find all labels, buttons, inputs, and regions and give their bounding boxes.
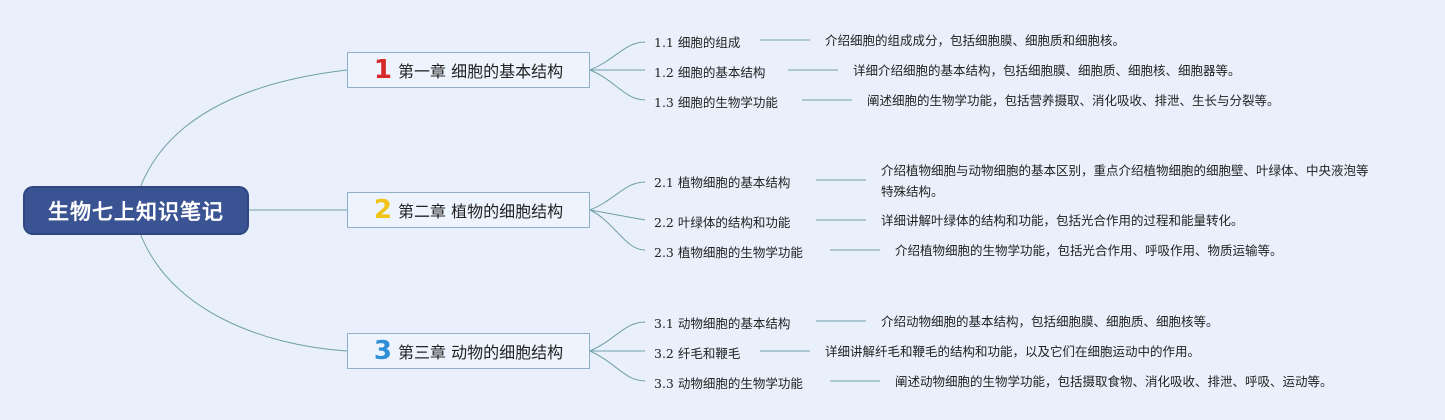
section-desc-1-2: 详细介绍细胞的基本结构，包括细胞膜、细胞质、细胞核、细胞器等。 <box>853 63 1241 78</box>
root-label: 生物七上知识笔记 <box>48 199 224 224</box>
section-label-3-2[interactable]: 3.2 纤毛和鞭毛 <box>654 346 741 361</box>
section-desc-3-3: 阐述动物细胞的生物学功能，包括摄取食物、消化吸收、排泄、呼吸、运动等。 <box>895 374 1333 389</box>
section-desc-3-1: 介绍动物细胞的基本结构，包括细胞膜、细胞质、细胞核等。 <box>881 314 1219 329</box>
section-desc-2-1: 介绍植物细胞与动物细胞的基本区别，重点介绍植物细胞的细胞壁、叶绿体、中央液泡等特… <box>881 163 1369 199</box>
section-label-1-2[interactable]: 1.2 细胞的基本结构 <box>654 65 766 80</box>
section-label-3-3[interactable]: 3.3 动物细胞的生物学功能 <box>654 376 803 391</box>
section-desc-2-2: 详细讲解叶绿体的结构和功能，包括光合作用的过程和能量转化。 <box>881 213 1244 228</box>
chapter-title-3: 第三章 动物的细胞结构 <box>398 343 564 362</box>
section-label-3-1[interactable]: 3.1 动物细胞的基本结构 <box>654 316 791 331</box>
chapter-node-2[interactable]: 2 第二章 植物的细胞结构 <box>347 192 590 228</box>
section-desc-2-3: 介绍植物细胞的生物学功能，包括光合作用、呼吸作用、物质运输等。 <box>895 243 1283 258</box>
chapter-number-1: 1 <box>373 55 392 85</box>
section-desc-1-3: 阐述细胞的生物学功能，包括营养摄取、消化吸收、排泄、生长与分裂等。 <box>867 93 1280 108</box>
section-label-2-1[interactable]: 2.1 植物细胞的基本结构 <box>654 175 791 190</box>
chapter-title-1: 第一章 细胞的基本结构 <box>398 62 564 81</box>
chapter-number-3: 3 <box>373 336 392 366</box>
section-desc-1-1: 介绍细胞的组成成分，包括细胞膜、细胞质和细胞核。 <box>825 33 1126 48</box>
chapter-node-1[interactable]: 1 第一章 细胞的基本结构 <box>347 52 590 88</box>
section-label-2-2[interactable]: 2.2 叶绿体的结构和功能 <box>654 215 791 230</box>
chapter-title-2: 第二章 植物的细胞结构 <box>398 202 564 221</box>
chapter-number-2: 2 <box>373 195 392 225</box>
section-desc-3-2: 详细讲解纤毛和鞭毛的结构和功能，以及它们在细胞运动中的作用。 <box>825 344 1201 359</box>
chapter-node-3[interactable]: 3 第三章 动物的细胞结构 <box>347 333 590 369</box>
section-label-1-1[interactable]: 1.1 细胞的组成 <box>654 35 741 50</box>
section-label-2-3[interactable]: 2.3 植物细胞的生物学功能 <box>654 245 803 260</box>
root-node[interactable]: 生物七上知识笔记 <box>25 188 247 233</box>
section-label-1-3[interactable]: 1.3 细胞的生物学功能 <box>654 95 778 110</box>
